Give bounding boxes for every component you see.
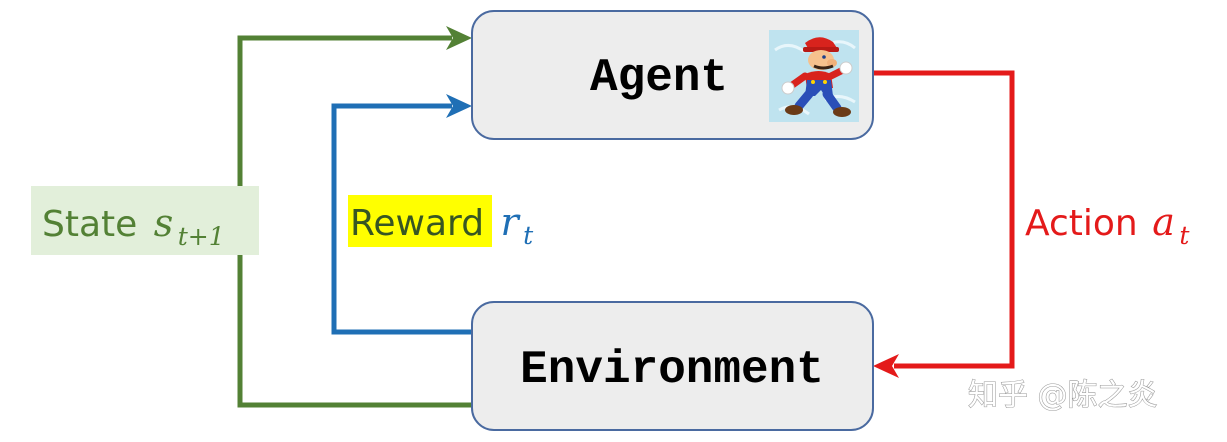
reward-edge (331, 94, 472, 335)
action-edge (873, 70, 1015, 378)
agent-box: Agent (471, 10, 874, 140)
action-label-sub: t (1179, 221, 1190, 250)
environment-box-rect (471, 301, 874, 431)
watermark-text: 知乎 @陈之炎 (968, 378, 1158, 413)
reward-label-var: r (501, 200, 522, 244)
reward-label-highlight (348, 195, 492, 247)
svg-text:State s t+1: State s t+1 (42, 201, 225, 251)
action-arrow-line (873, 70, 1015, 369)
reward-label-sub: t (523, 221, 534, 250)
action-label-word: Action (1025, 203, 1138, 244)
reward-arrow-line (331, 103, 472, 335)
agent-label: Agent (590, 52, 728, 104)
state-label-sub: t+1 (178, 222, 225, 251)
svg-text:Reward r t: Reward r t (350, 200, 534, 250)
environment-label: Environment (520, 344, 824, 396)
state-label: State s t+1 (31, 186, 259, 255)
reward-arrowhead (446, 94, 472, 118)
action-label-bg (1020, 195, 1200, 251)
mario-icon (769, 30, 859, 122)
reward-label-word: Reward (350, 203, 484, 244)
svg-text:Action a t: Action a t (1025, 200, 1190, 250)
reward-label: Reward r t (348, 195, 534, 250)
state-label-var: s (154, 201, 174, 245)
state-label-word: State (42, 204, 137, 245)
state-arrowhead (446, 26, 472, 50)
action-label: Action a t (1020, 195, 1200, 251)
action-arrowhead (873, 354, 899, 378)
state-label-bg (31, 186, 259, 255)
action-label-var: a (1152, 200, 1175, 244)
environment-box: Environment (471, 301, 874, 431)
